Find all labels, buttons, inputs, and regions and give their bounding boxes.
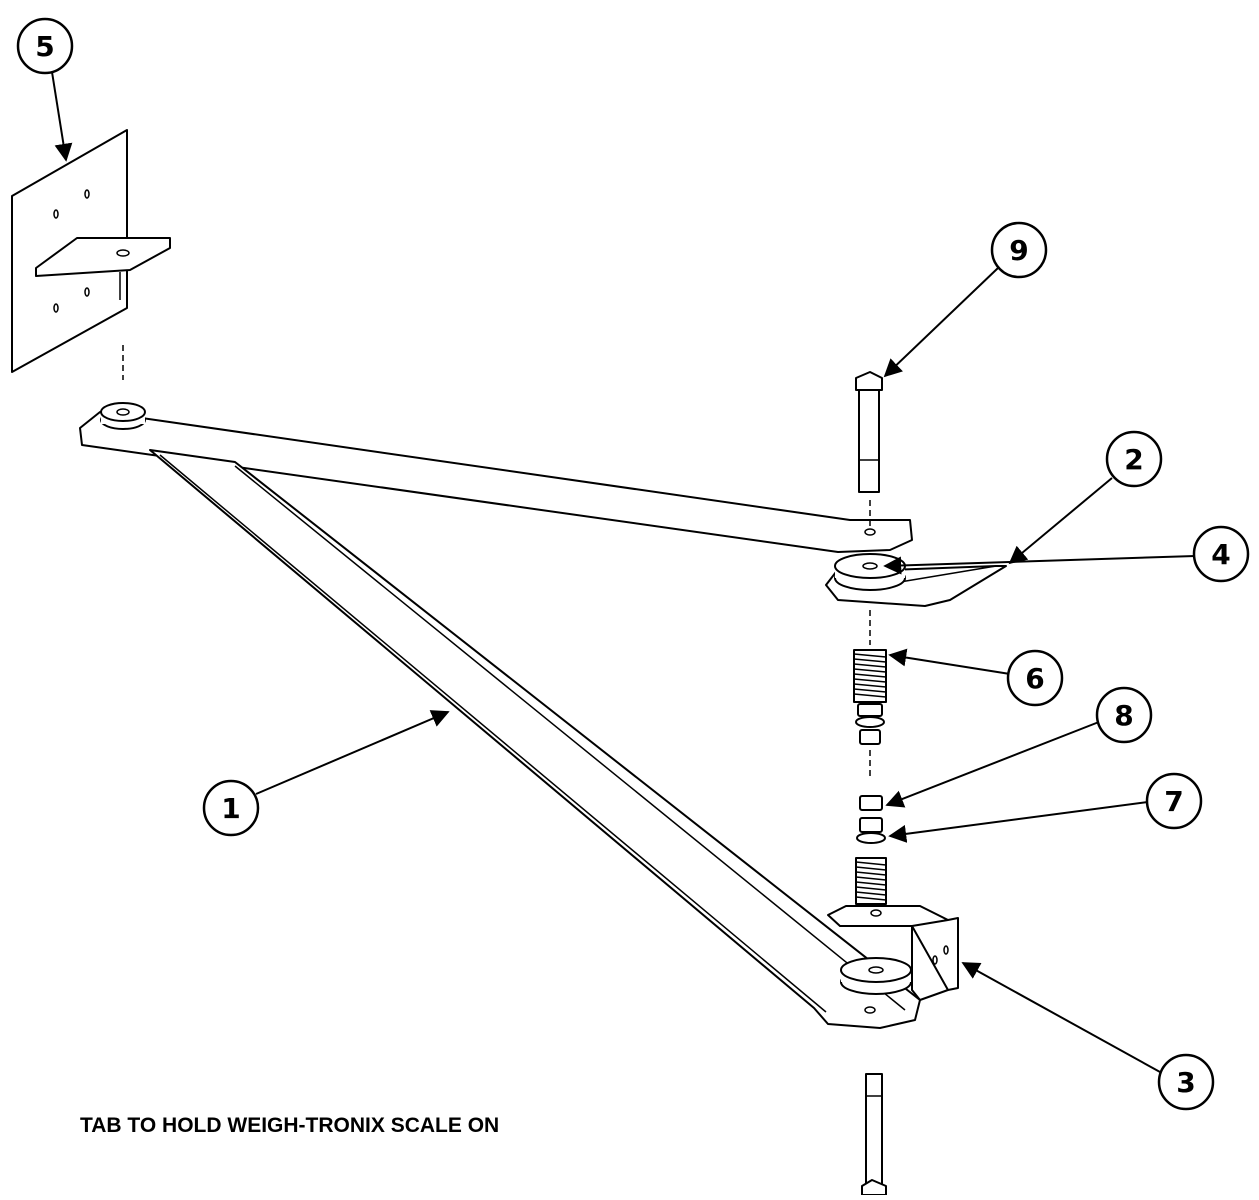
lower-spring-part [855, 857, 887, 905]
balloon-5: 5 [16, 17, 74, 75]
spring-coil [853, 683, 887, 688]
svg-text:8: 8 [1114, 699, 1133, 732]
spring-coil [853, 658, 887, 663]
spring-coil [855, 891, 887, 896]
leader-8 [885, 719, 1105, 808]
balloon-8: 8 [1095, 686, 1153, 744]
svg-text:1: 1 [221, 792, 240, 825]
svg-text:6: 6 [1025, 662, 1044, 695]
mounting-plate-part [11, 129, 171, 380]
leader-9 [883, 267, 999, 378]
spring-coil [853, 678, 887, 683]
leader-3 [961, 962, 1161, 1073]
upper-bracket-part [825, 553, 1007, 645]
spring-coil [855, 881, 887, 886]
svg-text:5: 5 [35, 30, 54, 63]
lower-bolt-part [861, 1073, 887, 1196]
balloon-7: 7 [1145, 772, 1203, 830]
nut-washer-part [856, 795, 886, 844]
caption-text: TAB TO HOLD WEIGH-TRONIX SCALE ON [80, 1114, 500, 1137]
balloon-6: 6 [1006, 649, 1064, 707]
spring-coil [853, 663, 887, 668]
balloon-9: 9 [990, 221, 1048, 279]
balloon-4: 4 [1192, 525, 1250, 583]
spring-coil [855, 896, 887, 901]
svg-text:3: 3 [1176, 1066, 1195, 1099]
leader-4 [883, 555, 1196, 575]
svg-text:9: 9 [1009, 234, 1028, 267]
spring-coil [853, 693, 887, 698]
upper-spring-part [853, 649, 887, 780]
leader-2 [1008, 477, 1113, 565]
svg-text:2: 2 [1124, 443, 1143, 476]
spring-coil [853, 688, 887, 693]
balloon-1: 1 [202, 779, 260, 837]
spring-coil [853, 668, 887, 673]
leader-lines [51, 71, 1196, 1073]
spring-coil [855, 876, 887, 881]
spring-coil [855, 871, 887, 876]
leader-7 [888, 801, 1149, 843]
svg-text:7: 7 [1164, 785, 1183, 818]
lower-bracket-part [827, 905, 959, 1001]
leader-5 [51, 71, 73, 162]
spring-coil [855, 866, 887, 871]
spring-coil [853, 653, 887, 658]
balloon-2: 2 [1105, 430, 1163, 488]
spring-coil [855, 886, 887, 891]
arm-frame-part [79, 402, 921, 1029]
spring-coil [853, 673, 887, 678]
leader-1 [255, 710, 450, 795]
upper-bolt-part [855, 371, 883, 530]
balloon-3: 3 [1157, 1053, 1215, 1111]
leader-6 [888, 648, 1011, 675]
svg-text:4: 4 [1211, 538, 1230, 571]
spring-coil [855, 861, 887, 866]
